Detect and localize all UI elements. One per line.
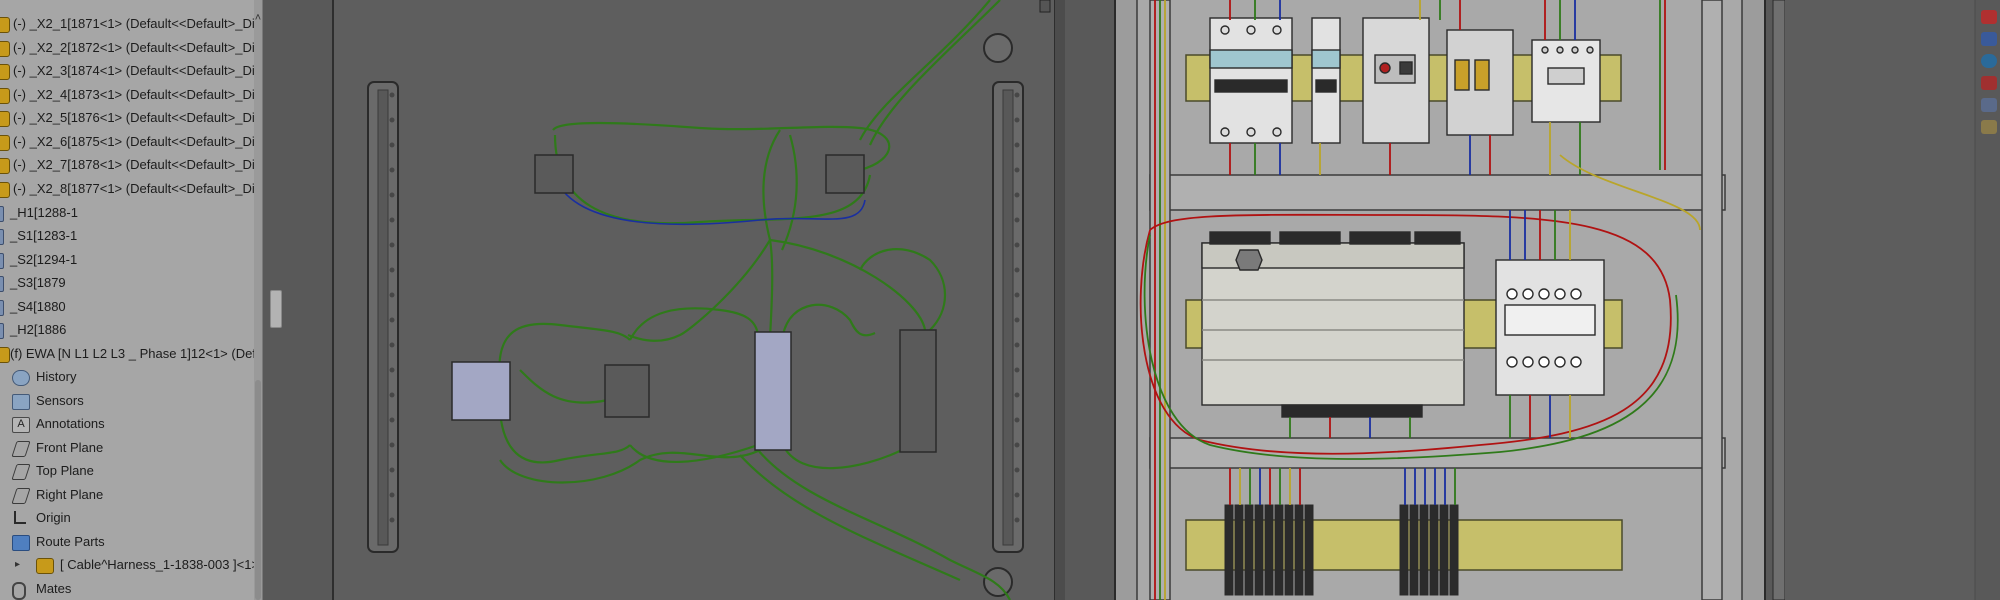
motor-protection-switch xyxy=(1362,17,1430,144)
part-icon xyxy=(36,558,54,574)
part-icon xyxy=(0,17,10,33)
appearances-icon[interactable] xyxy=(1981,98,1997,112)
circuit-breaker-3p xyxy=(1209,17,1293,144)
part-icon xyxy=(0,182,10,198)
component-icon xyxy=(0,276,4,292)
part-icon xyxy=(0,111,10,127)
plane-icon xyxy=(11,441,31,457)
door-wire-blue xyxy=(555,179,866,226)
tree-scrollbar[interactable] xyxy=(254,0,262,600)
latch xyxy=(1039,0,1051,13)
circuit-breaker-1p xyxy=(1311,17,1341,144)
task-pane-tabs xyxy=(1978,0,2000,150)
design-library-icon[interactable] xyxy=(1981,32,1997,46)
sensors-icon xyxy=(12,394,30,410)
expand-arrow-icon[interactable]: ▸ xyxy=(15,559,21,570)
panel-splitter-handle[interactable] xyxy=(270,290,282,328)
graphics-viewport[interactable] xyxy=(263,0,2000,600)
door-edge xyxy=(1055,0,1065,600)
plane-icon xyxy=(11,464,31,480)
hinge-hole xyxy=(983,33,1013,63)
part-icon xyxy=(0,158,10,174)
plane-icon xyxy=(11,488,31,504)
hinge-hole xyxy=(983,567,1013,597)
plc-controller xyxy=(1201,231,1465,418)
part-icon xyxy=(0,41,10,57)
resources-icon[interactable] xyxy=(1981,10,1997,24)
chevron-up-icon[interactable]: ˄ xyxy=(254,12,262,24)
component-icon xyxy=(0,206,4,222)
door-wire-harness xyxy=(498,0,1011,600)
tree-scrollbar-thumb[interactable] xyxy=(255,380,261,600)
terminal-block-right xyxy=(1399,504,1459,596)
component-icon xyxy=(0,253,4,269)
history-icon xyxy=(12,370,30,386)
component-icon xyxy=(0,300,4,316)
door-rail-right xyxy=(992,81,1024,553)
component-icon xyxy=(0,229,4,245)
door-rail-left xyxy=(367,81,399,553)
part-icon xyxy=(0,88,10,104)
part-icon xyxy=(0,64,10,80)
rail-holes xyxy=(389,92,1020,523)
wire-ducts xyxy=(1149,0,1726,600)
origin-icon xyxy=(14,511,26,524)
viewport-background xyxy=(1785,0,1975,600)
custom-properties-icon[interactable] xyxy=(1981,120,1997,134)
file-explorer-icon[interactable] xyxy=(1981,54,1997,68)
cad-model-view xyxy=(332,0,1976,600)
part-icon xyxy=(0,135,10,151)
cabinet-door xyxy=(332,0,1056,600)
contactor-small xyxy=(1446,29,1514,136)
mates-icon xyxy=(12,582,26,600)
enclosure-side xyxy=(1772,0,1786,600)
view-palette-icon[interactable] xyxy=(1981,76,1997,90)
part-icon xyxy=(0,347,10,363)
terminal-block-left xyxy=(1224,504,1314,596)
enclosure-wiring xyxy=(1139,0,1701,600)
contactor-middle xyxy=(1495,259,1605,396)
feature-manager-tree: (-) _X2_1[1871<1> (Default<<Default>_Dis… xyxy=(0,0,263,600)
door-devices xyxy=(451,154,937,453)
folder-icon xyxy=(12,535,30,551)
component-icon xyxy=(0,323,4,339)
contactor-large xyxy=(1531,39,1601,123)
annotations-icon: A xyxy=(12,417,30,433)
